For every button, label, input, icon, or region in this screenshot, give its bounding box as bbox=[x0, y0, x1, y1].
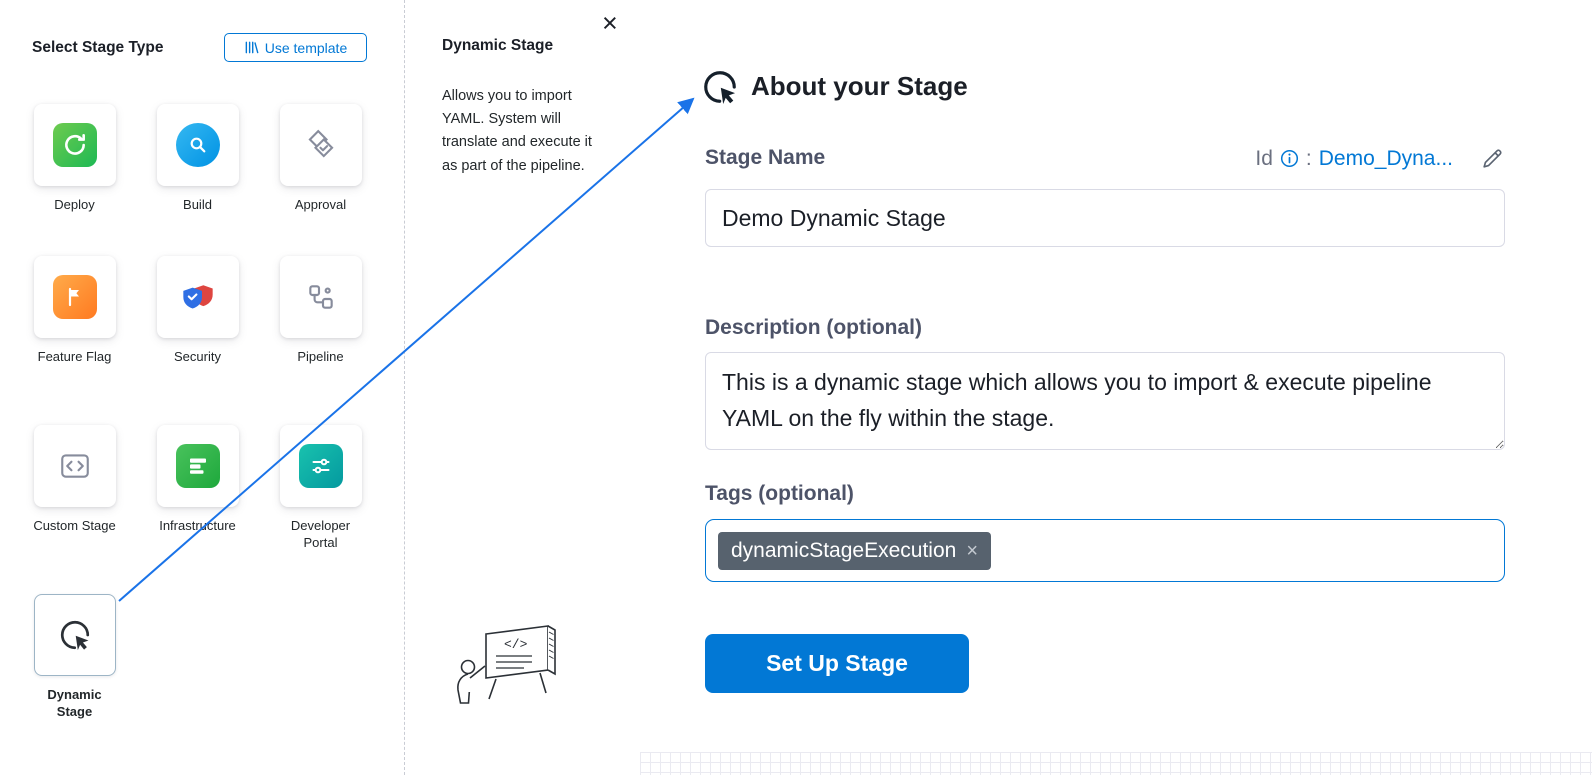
stage-tile-label: Deploy bbox=[54, 197, 95, 212]
build-icon bbox=[175, 123, 220, 167]
use-template-button[interactable]: Use template bbox=[224, 33, 367, 62]
developer-portal-icon bbox=[298, 444, 343, 488]
stage-tile-build[interactable]: Build bbox=[136, 104, 259, 214]
stage-name-input[interactable] bbox=[705, 189, 1505, 247]
deploy-icon bbox=[52, 123, 97, 167]
infrastructure-icon bbox=[175, 444, 220, 488]
svg-text:</>: </> bbox=[504, 637, 528, 652]
stage-tile-feature-flag[interactable]: Feature Flag bbox=[13, 256, 136, 366]
approval-icon bbox=[299, 123, 343, 167]
stage-tile-label: Security bbox=[174, 349, 221, 364]
stage-tile-label: Infrastructure bbox=[159, 518, 236, 533]
stage-tile-infrastructure[interactable]: Infrastructure bbox=[136, 425, 259, 552]
stage-tile-label: Dynamic Stage bbox=[47, 687, 102, 719]
info-icon[interactable] bbox=[1280, 149, 1299, 168]
description-label: Description (optional) bbox=[705, 316, 922, 339]
dynamic-stage-icon bbox=[53, 613, 97, 657]
id-label: Id bbox=[1255, 146, 1273, 170]
pipeline-canvas-grid bbox=[640, 752, 1592, 775]
tags-input[interactable]: dynamicStageExecution × bbox=[705, 519, 1505, 582]
stage-name-label: Stage Name bbox=[705, 146, 826, 169]
panel-title: Select Stage Type bbox=[32, 39, 164, 56]
stage-tile-label: Pipeline bbox=[297, 349, 344, 364]
template-library-icon bbox=[244, 40, 259, 55]
tags-label: Tags (optional) bbox=[705, 482, 854, 505]
info-panel-description: Allows you to import YAML. System will t… bbox=[442, 88, 592, 174]
stage-tile-security[interactable]: Security bbox=[136, 256, 259, 366]
feature-flag-icon bbox=[52, 275, 97, 319]
stage-tile-pipeline[interactable]: Pipeline bbox=[259, 256, 382, 366]
description-input[interactable]: This is a dynamic stage which allows you… bbox=[705, 352, 1505, 450]
custom-stage-icon bbox=[53, 444, 97, 488]
pipeline-icon bbox=[299, 275, 343, 319]
dynamic-stage-icon bbox=[701, 68, 739, 111]
use-template-label: Use template bbox=[264, 39, 348, 56]
tag-chip: dynamicStageExecution × bbox=[718, 531, 991, 570]
stage-tile-label: Build bbox=[183, 197, 212, 212]
remove-tag-icon[interactable]: × bbox=[966, 539, 978, 562]
stage-tile-deploy[interactable]: Deploy bbox=[13, 104, 136, 214]
close-icon[interactable]: × bbox=[602, 8, 618, 38]
stage-id-cluster: Id : Demo_Dyna... bbox=[1255, 146, 1505, 171]
stage-tile-dynamic-stage[interactable]: Dynamic Stage bbox=[13, 594, 136, 721]
stage-tile-label: Feature Flag bbox=[37, 349, 112, 364]
stage-id-value[interactable]: Demo_Dyna... bbox=[1318, 146, 1453, 170]
id-separator: : bbox=[1305, 146, 1312, 170]
about-stage-title: About your Stage bbox=[751, 71, 968, 101]
stage-tile-approval[interactable]: Approval bbox=[259, 104, 382, 214]
panel-divider bbox=[404, 0, 405, 775]
set-up-stage-button[interactable]: Set Up Stage bbox=[705, 634, 969, 693]
stage-tile-label: Approval bbox=[294, 197, 347, 212]
stage-type-panel: Select Stage Type Use template Deploy Bu… bbox=[0, 0, 404, 775]
stage-tile-label: Developer Portal bbox=[290, 518, 351, 550]
tag-chip-label: dynamicStageExecution bbox=[731, 538, 957, 562]
dynamic-stage-illustration: </> bbox=[448, 618, 580, 731]
info-panel-title: Dynamic Stage bbox=[442, 37, 554, 54]
stage-tile-custom-stage[interactable]: Custom Stage bbox=[13, 425, 136, 552]
edit-pencil-icon[interactable] bbox=[1480, 146, 1505, 171]
security-icon bbox=[176, 275, 220, 319]
stage-tile-label: Custom Stage bbox=[33, 518, 116, 533]
stage-tile-developer-portal[interactable]: Developer Portal bbox=[259, 425, 382, 552]
